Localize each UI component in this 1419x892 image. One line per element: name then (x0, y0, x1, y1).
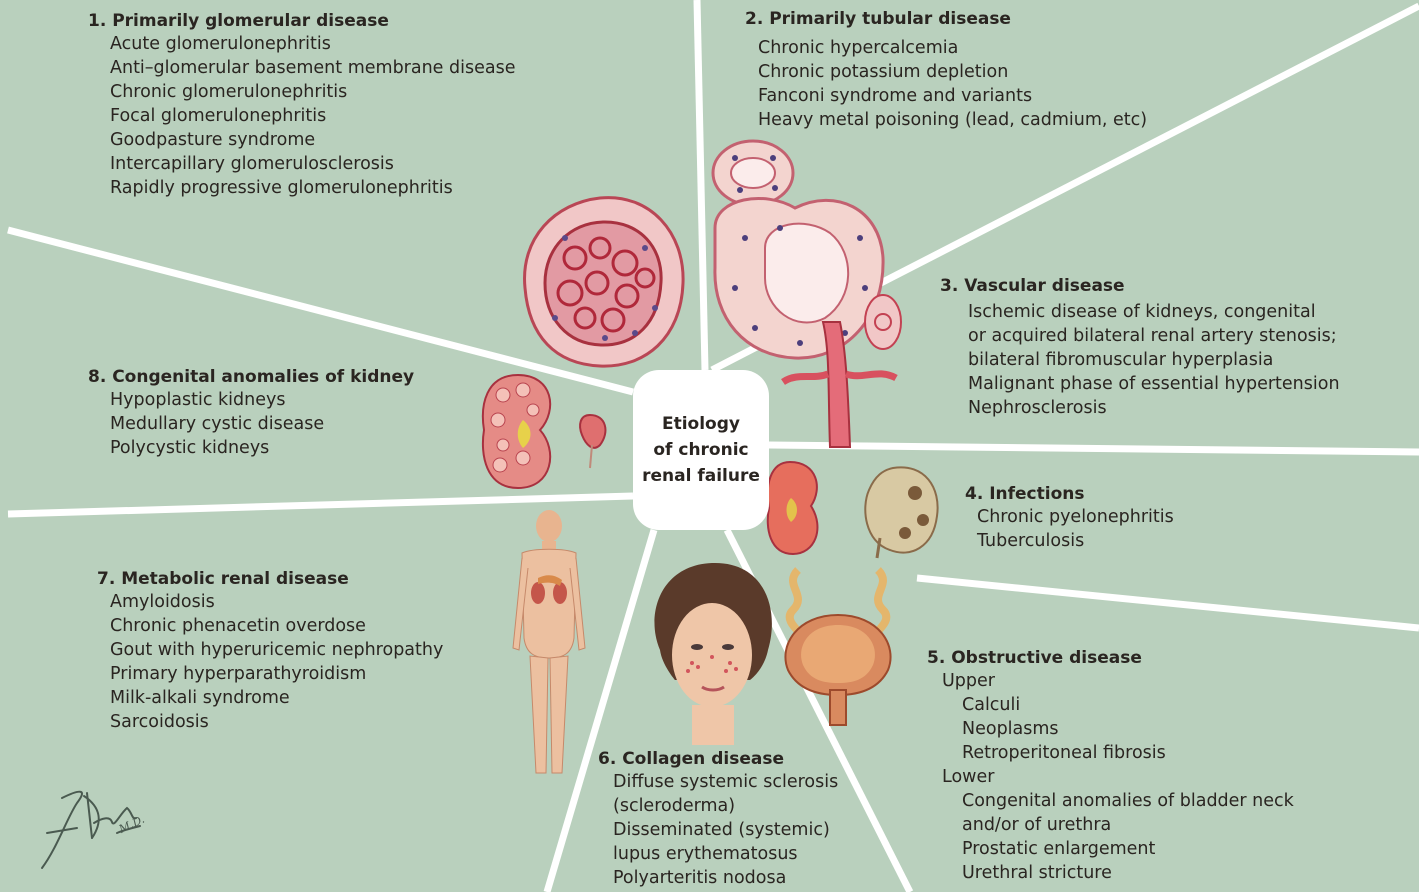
list-item: Urethral stricture (942, 861, 1294, 885)
section-obstructive-disease: 5. Obstructive disease Upper Calculi Neo… (927, 647, 1294, 885)
list-item: Primary hyperparathyroidism (110, 662, 443, 686)
list-item: Acute glomerulonephritis (110, 32, 515, 56)
list-item: Retroperitoneal fibrosis (942, 741, 1294, 765)
bladder-illustration (768, 565, 908, 730)
list-item: Chronic potassium depletion (758, 60, 1147, 84)
section-title: 5. Obstructive disease (927, 647, 1294, 669)
polycystic-kidney-illustration (478, 370, 628, 495)
list-item: Lower (942, 765, 1294, 789)
section-title: 8. Congenital anomalies of kidney (88, 366, 414, 388)
woman-face-illustration (640, 555, 785, 745)
list-item: Focal glomerulonephritis (110, 104, 515, 128)
list-item: lupus erythematosus (613, 842, 838, 866)
glomerulus-illustration (505, 178, 695, 378)
list-item: Neoplasms (942, 717, 1294, 741)
list-item: Nephrosclerosis (968, 396, 1340, 420)
list-item: Ischemic disease of kidneys, congenital (968, 300, 1340, 324)
list-item: (scleroderma) (613, 794, 838, 818)
section-tubular-disease: 2. Primarily tubular disease Chronic hyp… (745, 8, 1147, 132)
list-item: Chronic phenacetin overdose (110, 614, 443, 638)
section-vascular-disease: 3. Vascular disease Ischemic disease of … (940, 275, 1340, 420)
renal-artery-illustration (778, 292, 908, 452)
section-glomerular-disease: 1. Primarily glomerular disease Acute gl… (88, 10, 515, 200)
list-item: Milk-alkali syndrome (110, 686, 443, 710)
artist-signature: M.D. (32, 778, 162, 878)
list-item: Amyloidosis (110, 590, 443, 614)
list-item: Sarcoidosis (110, 710, 443, 734)
list-item: Chronic hypercalcemia (758, 36, 1147, 60)
section-title: 4. Infections (965, 483, 1174, 505)
list-item: Heavy metal poisoning (lead, cadmium, et… (758, 108, 1147, 132)
list-item: Medullary cystic disease (110, 412, 414, 436)
section-congenital-anomalies: 8. Congenital anomalies of kidney Hypopl… (88, 366, 414, 460)
list-item: and/or of urethra (942, 813, 1294, 837)
list-item: or acquired bilateral renal artery steno… (968, 324, 1340, 348)
divider-4-5 (917, 578, 1419, 628)
list-item: Congenital anomalies of bladder neck (942, 789, 1294, 813)
list-item: Gout with hyperuricemic nephropathy (110, 638, 443, 662)
list-item: Anti–glomerular basement membrane diseas… (110, 56, 515, 80)
list-item: Polycystic kidneys (110, 436, 414, 460)
list-item: Chronic pyelonephritis (977, 505, 1174, 529)
list-item: Calculi (942, 693, 1294, 717)
center-title-box: Etiology of chronic renal failure (633, 370, 769, 530)
section-title: 3. Vascular disease (940, 275, 1340, 297)
list-item: Chronic glomerulonephritis (110, 80, 515, 104)
section-metabolic-renal-disease: 7. Metabolic renal disease Amyloidosis C… (97, 568, 443, 734)
section-infections: 4. Infections Chronic pyelonephritis Tub… (965, 483, 1174, 553)
list-item: Goodpasture syndrome (110, 128, 515, 152)
list-item: bilateral fibromuscular hyperplasia (968, 348, 1340, 372)
list-item: Fanconi syndrome and variants (758, 84, 1147, 108)
list-item: Prostatic enlargement (942, 837, 1294, 861)
section-title: 6. Collagen disease (598, 748, 838, 770)
list-item: Intercapillary glomerulosclerosis (110, 152, 515, 176)
list-item: Upper (942, 669, 1294, 693)
infected-kidneys-illustration (765, 458, 945, 568)
human-figure-illustration (508, 508, 590, 778)
list-item: Malignant phase of essential hypertensio… (968, 372, 1340, 396)
section-collagen-disease: 6. Collagen disease Diffuse systemic scl… (598, 748, 838, 890)
list-item: Disseminated (systemic) (613, 818, 838, 842)
section-title: 1. Primarily glomerular disease (88, 10, 515, 32)
section-title: 7. Metabolic renal disease (97, 568, 443, 590)
center-title-line-1: Etiology (662, 411, 740, 437)
section-title: 2. Primarily tubular disease (745, 8, 1147, 30)
list-item: Polyarteritis nodosa (613, 866, 838, 890)
list-item: Hypoplastic kidneys (110, 388, 414, 412)
list-item: Tuberculosis (977, 529, 1174, 553)
center-title-line-2: of chronic (653, 437, 748, 463)
list-item: Diffuse systemic sclerosis (613, 770, 838, 794)
center-title-line-3: renal failure (642, 463, 760, 489)
list-item: Rapidly progressive glomerulonephritis (110, 176, 515, 200)
divider-1-2 (697, 0, 705, 370)
